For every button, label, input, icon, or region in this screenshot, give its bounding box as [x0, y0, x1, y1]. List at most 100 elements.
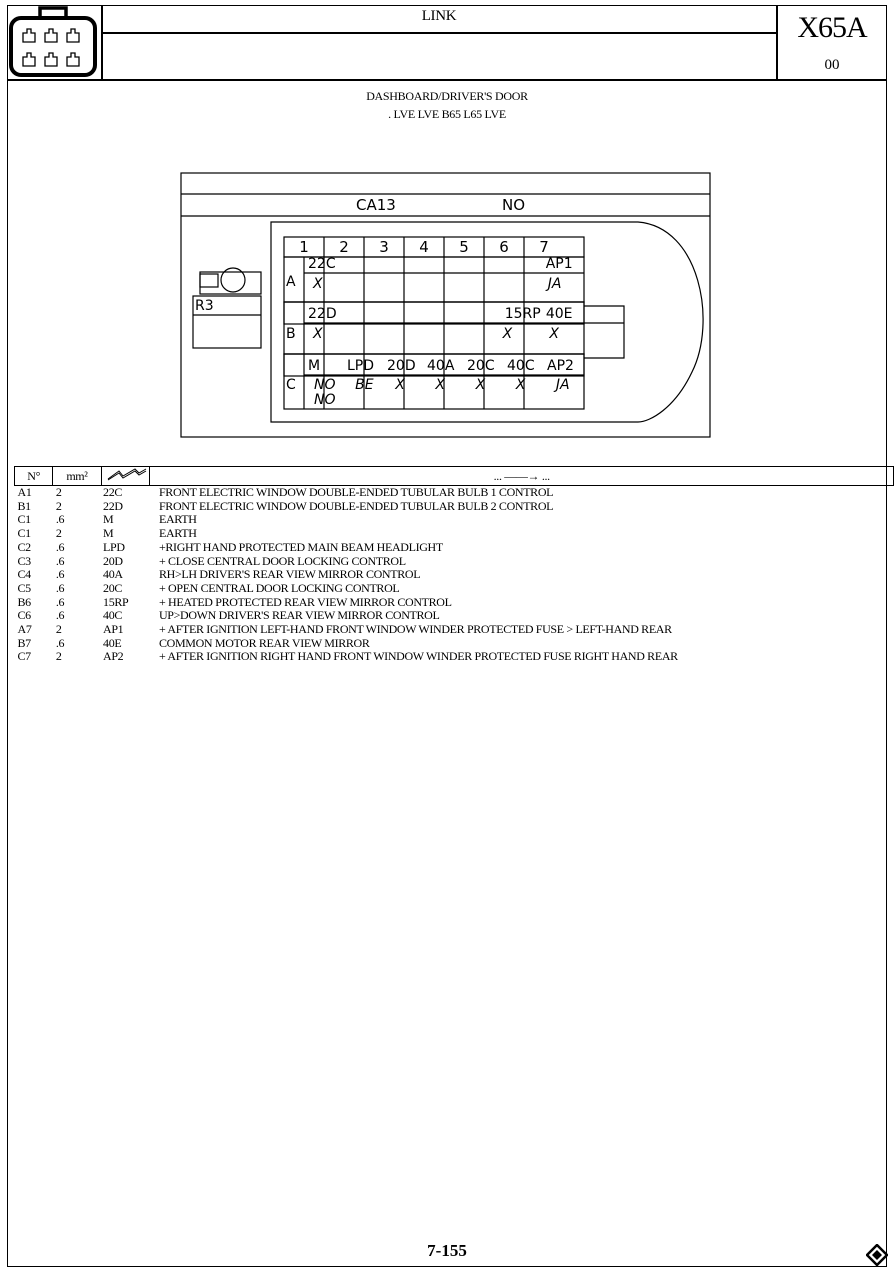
column-number: 4: [419, 238, 429, 256]
pin-code: 15RP: [504, 306, 541, 322]
reference-label: R3: [195, 298, 214, 314]
wire-section: .6: [55, 539, 65, 554]
pin-colour-row-a: X JA: [305, 276, 585, 292]
wire-colour: X: [549, 326, 559, 342]
wire-code: LPD: [103, 539, 125, 554]
wire-section: 2: [55, 485, 62, 499]
pin-code: 20D: [387, 358, 416, 374]
vehicle-versions: . LVE LVE B65 L65 LVE: [388, 107, 506, 121]
pin-code: AP2: [547, 358, 574, 374]
wire-section: 2: [55, 649, 62, 664]
wire-description: +RIGHT HAND PROTECTED MAIN BEAM HEADLIGH…: [158, 539, 443, 554]
pin-code: M: [308, 358, 321, 374]
document-title: LINK: [421, 8, 457, 24]
wire-section: .6: [55, 567, 65, 582]
wire-section: .6: [55, 608, 65, 623]
pin-code: [347, 256, 386, 272]
wire-colour: [349, 326, 385, 342]
wire-description: RH>LH DRIVER'S REAR VIEW MIRROR CONTROL: [158, 567, 421, 582]
wire-colour: X: [313, 276, 323, 292]
pin-code: [347, 306, 386, 322]
wire-description: EARTH: [158, 512, 197, 527]
pin-code: 20C: [467, 358, 495, 374]
connector-labels: CA13 NO R3 1 2 3 4 5 6 7 A 22C AP1 X JA …: [180, 172, 712, 440]
wire-description: FRONT ELECTRIC WINDOW DOUBLE-ENDED TUBUL…: [158, 498, 554, 513]
pin-code: 22C: [308, 256, 336, 272]
wire-code: 20D: [103, 553, 123, 568]
wire-description: EARTH: [158, 526, 197, 541]
wire-code: 40E: [103, 635, 122, 650]
pin-code: [425, 306, 464, 322]
wire-colour: [499, 276, 536, 292]
column-headers: 1 2 3 4 5 6 7: [284, 238, 584, 256]
wire-colour: [462, 276, 499, 292]
wire-code: M: [103, 526, 114, 541]
wire-colour: JA: [547, 276, 562, 292]
pin-code: 40E: [545, 306, 573, 322]
pin-code: [426, 256, 465, 272]
wire-code: 22C: [103, 485, 123, 499]
header-pin-number: N°: [13, 466, 54, 486]
column-number: 6: [499, 238, 509, 256]
pin-number: A1: [17, 485, 32, 499]
pin-number: C2: [17, 539, 32, 554]
pin-number: A7: [17, 622, 32, 637]
connector-id: CA13: [356, 196, 396, 214]
wire-colour: X: [515, 377, 526, 393]
column-number: 5: [459, 238, 469, 256]
header-section: mm²: [52, 466, 102, 486]
column-number: 3: [379, 238, 389, 256]
connector-code: X65A: [797, 11, 867, 44]
wire-code: 15RP: [103, 594, 129, 609]
wire-code: M: [103, 512, 114, 527]
wire-colour: BE: [355, 377, 374, 393]
row-label: B: [286, 326, 296, 342]
wire-colour: X: [395, 377, 405, 393]
revision-number: 00: [824, 57, 840, 73]
wire-colour: [420, 326, 456, 342]
connector-colour: NO: [502, 196, 526, 214]
wire-section: 2: [55, 622, 62, 637]
wire-section: .6: [55, 594, 65, 609]
wire-description: + OPEN CENTRAL DOOR LOCKING CONTROL: [158, 580, 400, 595]
wire-colour: X: [475, 377, 486, 393]
page-number: 7-155: [427, 1241, 467, 1260]
column-number: 2: [339, 238, 349, 256]
pin-number: B7: [17, 635, 32, 650]
connector-shape-icon: [9, 6, 97, 77]
pin-number: C1: [17, 512, 32, 527]
wire-code: AP2: [103, 649, 124, 664]
pin-number: B1: [17, 498, 32, 513]
wire-description: COMMON MOTOR REAR VIEW MIRROR: [158, 635, 370, 650]
header-wire: [100, 466, 151, 486]
row-label: C: [286, 377, 296, 393]
pin-code: AP1: [545, 256, 573, 272]
pin-number: C6: [17, 608, 32, 623]
pin-code: [504, 256, 543, 272]
header-divider: [776, 5, 778, 80]
pin-number: C7: [17, 649, 32, 664]
wire-code: 20C: [103, 580, 123, 595]
pin-code: [465, 306, 504, 322]
wire-description: + HEATED PROTECTED REAR VIEW MIRROR CONT…: [158, 594, 452, 609]
header-divider: [7, 79, 887, 81]
pin-number: C1: [17, 526, 32, 541]
table-header-row: N° mm² ... ——→ ...: [13, 466, 894, 486]
pin-row-c: M LPD 20D 40A 20C 40C AP2: [305, 358, 585, 374]
wire-section: 2: [55, 526, 62, 541]
wire-colour: X: [502, 326, 513, 342]
connector-pinout-diagram: [180, 172, 711, 438]
row-label: A: [286, 274, 296, 290]
pin-number: C3: [17, 553, 32, 568]
wire-colour: [425, 276, 462, 292]
pin-number: C5: [17, 580, 32, 595]
wire-zigzag-icon: [107, 468, 146, 481]
